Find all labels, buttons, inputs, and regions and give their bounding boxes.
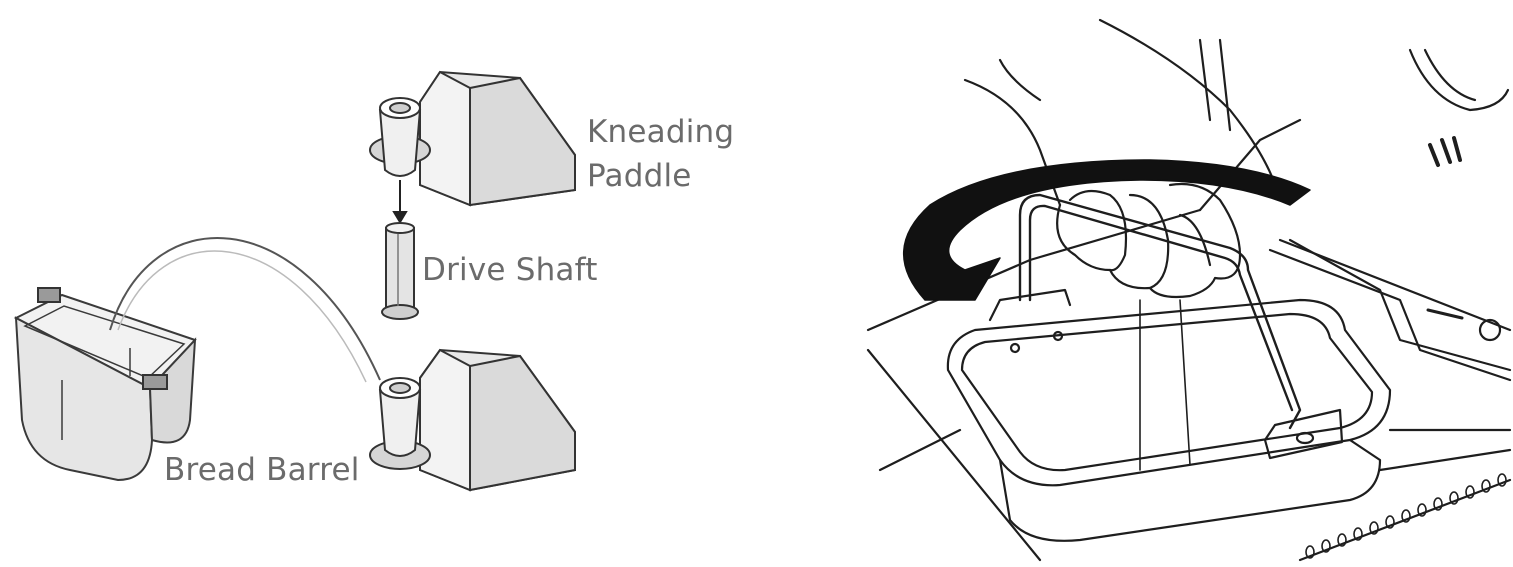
rotation-arrow-icon <box>903 159 1311 301</box>
kneading-paddle-lower <box>369 348 576 492</box>
connector-line <box>109 237 381 383</box>
kneading-paddle-label-line1: Kneading <box>587 114 735 150</box>
barrel-handle <box>1018 193 1302 430</box>
bread-barrel-label: Bread Barrel <box>164 452 360 488</box>
bread-barrel <box>13 287 197 482</box>
kneading-paddle-upper <box>369 70 576 207</box>
kneading-paddle-label-line2: Paddle <box>587 158 692 194</box>
insert-arrow <box>392 180 408 224</box>
drive-shaft-label: Drive Shaft <box>422 252 598 288</box>
hand <box>963 18 1282 299</box>
kneading-paddle-label: Kneading Paddle <box>587 110 734 198</box>
vent-dots <box>1305 473 1507 559</box>
barrel-in-machine <box>946 288 1392 542</box>
drive-shaft <box>381 222 419 320</box>
parts-illustration <box>13 70 576 492</box>
